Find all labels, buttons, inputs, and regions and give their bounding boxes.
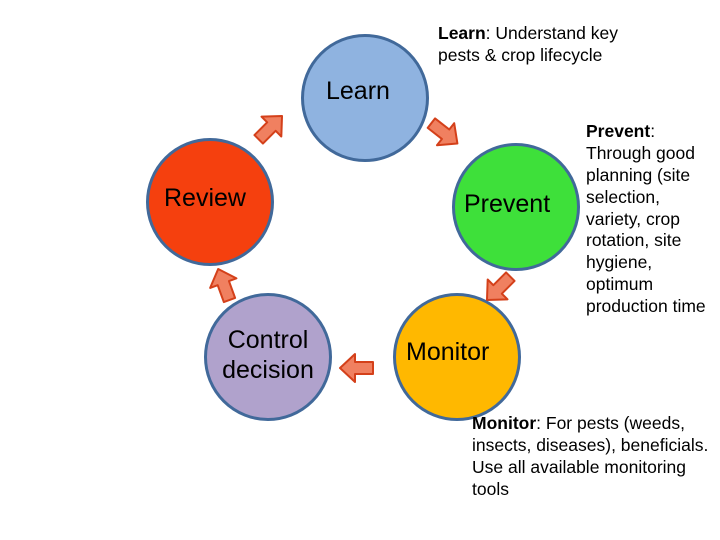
review-node [146, 138, 274, 266]
learn-note: Learn: Understand key pests & crop lifec… [438, 23, 658, 67]
learn-node [301, 34, 429, 162]
monitor-label: Monitor [406, 338, 490, 366]
prevent-label: Prevent [464, 190, 551, 218]
monitor-note: Monitor: For pests (weeds, insects, dise… [472, 413, 717, 501]
review-label: Review [164, 184, 246, 212]
monitor-node [393, 293, 521, 421]
monitor-note-text: : For pests (weeds, insects, diseases), … [472, 413, 709, 499]
prevent-note: Prevent: Through good planning (site sel… [586, 121, 716, 318]
arrow-control-to-review [209, 268, 238, 304]
prevent-note-text: : Through good planning (site selection,… [586, 121, 706, 316]
control-decision-node [204, 293, 332, 421]
arrow-monitor-to-control [339, 353, 374, 383]
learn-note-title: Learn [438, 23, 486, 43]
prevent-node [452, 143, 580, 271]
prevent-note-title: Prevent [586, 121, 651, 141]
arrow-learn-to-prevent [426, 117, 459, 147]
control-decision-label: Control decision [222, 326, 314, 384]
arrow-review-to-learn [253, 114, 284, 145]
learn-label: Learn [326, 77, 390, 105]
monitor-note-title: Monitor [472, 413, 537, 433]
arrow-prevent-to-monitor [485, 271, 516, 302]
learn-note-text: : Understand key pests & crop lifecycle [438, 23, 618, 65]
